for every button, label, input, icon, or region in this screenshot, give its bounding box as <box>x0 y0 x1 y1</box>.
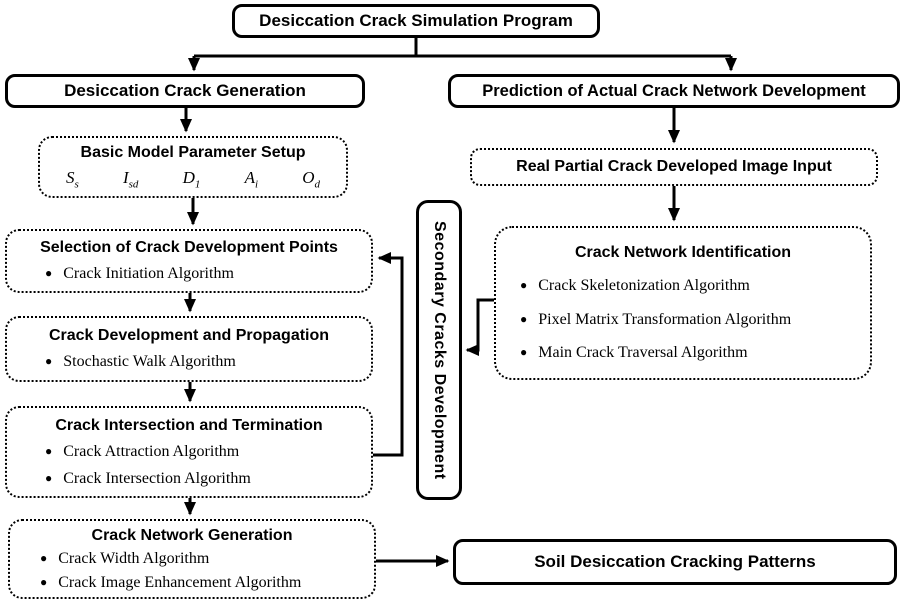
identification-title: Crack Network Identification <box>574 243 792 261</box>
param-symbol: D1 <box>182 167 201 191</box>
bullet-text: Crack Image Enhancement Algorithm <box>58 573 302 591</box>
step-development-box: Crack Development and Propagation ● Stoc… <box>5 316 373 382</box>
bullet-text: Stochastic Walk Algorithm <box>63 353 236 371</box>
program-title-box: Desiccation Crack Simulation Program <box>232 4 600 38</box>
secondary-cracks-label: Secondary Cracks Development <box>431 220 448 480</box>
bullet-text: Crack Intersection Algorithm <box>63 469 251 487</box>
param-symbol: Ss <box>66 167 79 191</box>
bullet-item: ● Pixel Matrix Transformation Algorithm <box>496 311 870 329</box>
param-symbol: Od <box>302 167 320 191</box>
step-title: Selection of Crack Development Points <box>40 239 338 256</box>
bullet-item: ● Crack Width Algorithm <box>10 550 374 568</box>
bullet-icon: ● <box>45 470 53 485</box>
param-symbol: Ai <box>244 167 259 191</box>
param-symbol: Isd <box>122 167 139 191</box>
bullet-text: Main Crack Traversal Algorithm <box>538 344 748 362</box>
step-title: Crack Network Generation <box>91 526 293 544</box>
bullet-icon: ● <box>520 345 528 360</box>
bullet-icon: ● <box>45 266 53 280</box>
step-network-generation-box: Crack Network Generation ● Crack Width A… <box>8 519 376 599</box>
bullet-icon: ● <box>45 354 53 369</box>
bullet-text: Crack Skeletonization Algorithm <box>538 277 750 295</box>
bullet-text: Crack Width Algorithm <box>58 550 210 567</box>
bullet-text: Pixel Matrix Transformation Algorithm <box>538 310 792 328</box>
program-title: Desiccation Crack Simulation Program <box>259 11 573 30</box>
output-patterns-box: Soil Desiccation Cracking Patterns <box>453 539 897 585</box>
bullet-item: ● Main Crack Traversal Algorithm <box>496 344 870 362</box>
step-intersection-box: Crack Intersection and Termination ● Cra… <box>5 406 373 498</box>
right-branch-header-box: Prediction of Actual Crack Network Devel… <box>448 74 900 108</box>
bullet-item: ● Crack Skeletonization Algorithm <box>496 277 870 295</box>
bullet-item: ● Crack Image Enhancement Algorithm <box>10 574 374 592</box>
parameter-setup-title: Basic Model Parameter Setup <box>80 143 306 161</box>
step-title: Crack Intersection and Termination <box>55 416 323 434</box>
parameter-setup-box: Basic Model Parameter Setup Ss Isd D1 Ai… <box>38 136 348 198</box>
bullet-item: ● Stochastic Walk Algorithm <box>7 353 371 371</box>
bullet-text: Crack Initiation Algorithm <box>63 265 234 282</box>
bullet-item: ● Crack Attraction Algorithm <box>7 443 371 461</box>
image-input-label: Real Partial Crack Developed Image Input <box>516 158 832 175</box>
right-branch-title: Prediction of Actual Crack Network Devel… <box>482 81 866 100</box>
bullet-item: ● Crack Initiation Algorithm <box>7 265 371 283</box>
step-selection-box: Selection of Crack Development Points ● … <box>5 229 373 293</box>
bullet-icon: ● <box>520 311 528 326</box>
bullet-icon: ● <box>40 574 48 589</box>
secondary-cracks-box: Secondary Cracks Development <box>416 200 462 500</box>
step-title: Crack Development and Propagation <box>48 326 330 344</box>
bullet-icon: ● <box>40 551 48 565</box>
bullet-text: Crack Attraction Algorithm <box>63 443 240 460</box>
bullet-item: ● Crack Intersection Algorithm <box>7 470 371 488</box>
bullet-icon: ● <box>520 278 528 293</box>
output-patterns-label: Soil Desiccation Cracking Patterns <box>534 552 816 571</box>
image-input-box: Real Partial Crack Developed Image Input <box>470 148 878 186</box>
identification-box: Crack Network Identification ● Crack Ske… <box>494 226 872 380</box>
parameter-symbols: Ss Isd D1 Ai Od <box>40 168 346 190</box>
left-branch-title: Desiccation Crack Generation <box>64 81 306 100</box>
left-branch-header-box: Desiccation Crack Generation <box>5 74 365 108</box>
bullet-icon: ● <box>45 444 53 458</box>
